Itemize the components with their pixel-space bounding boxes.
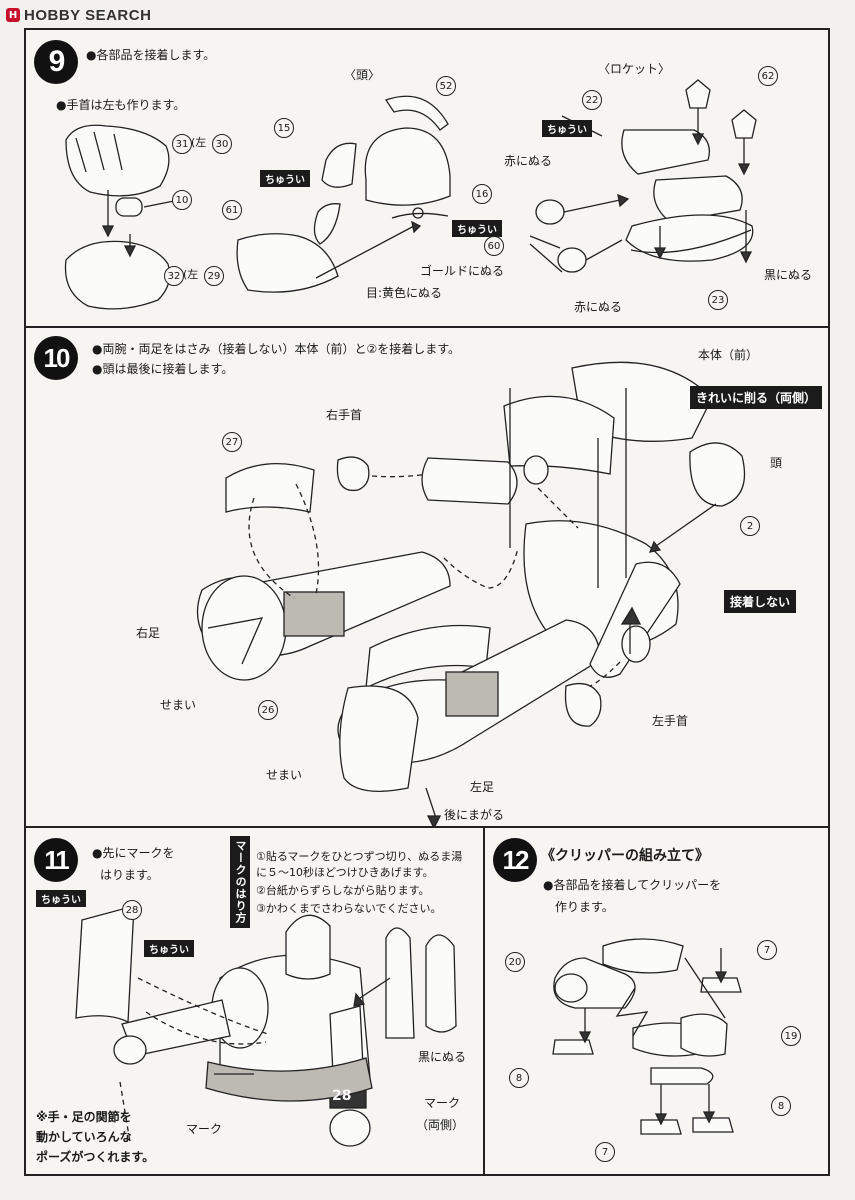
joint-note-2: 動かしていろんな: [36, 1130, 132, 1144]
right-wrist-label: 右手首: [326, 408, 363, 422]
step-9-number: 9: [34, 40, 78, 84]
part-27-label: 27: [222, 432, 242, 452]
part-31-left-text: (左: [191, 136, 207, 149]
no-glue-badge: 接着しない: [724, 590, 797, 613]
part-31-label: 31: [172, 134, 192, 154]
step-9-wrist-note: ●手首は左も作ります。: [56, 98, 186, 112]
decal-number-28: 28: [332, 1088, 352, 1104]
part-61-label: 61: [222, 200, 242, 220]
part-32-label: 32: [164, 266, 184, 286]
part-16-label: 16: [472, 184, 492, 204]
step-11-illustration: [75, 905, 457, 1147]
site-name: HOBBY SEARCH: [24, 6, 152, 24]
part-8-label-right: 8: [771, 1096, 791, 1116]
mark-both-sides-label: （両側）: [416, 1118, 465, 1132]
step-9-illustration: [64, 79, 757, 310]
narrow-label-1: せまい: [160, 698, 197, 712]
step-12-illustration: [552, 938, 742, 1135]
step-12-line-2: 作ります。: [555, 900, 614, 914]
step-12-panel: 12 《クリッパーの組み立て》 ●各部品を接着してクリッパーを 作ります。 20…: [483, 826, 830, 1176]
caution-badge-head-left: ちゅうい: [260, 170, 310, 187]
part-7-label-top: 7: [757, 940, 777, 960]
site-logo[interactable]: H HOBBY SEARCH: [6, 6, 151, 24]
step-10-illustration: [196, 361, 746, 830]
logo-mark-icon: H: [6, 8, 20, 22]
part-32-left-text: (左: [183, 268, 199, 281]
step-11-line-1: ●先にマークを: [92, 846, 175, 860]
part-29-label: 29: [204, 266, 224, 286]
step-10-panel: 10 ●両腕・両足をはさみ（接着しない）本体（前）と②を接着します。 ●頭は最後…: [24, 326, 830, 830]
right-leg-label: 右足: [136, 626, 161, 640]
caution-badge-decal: ちゅうい: [36, 890, 86, 907]
step-11-number: 11: [34, 838, 78, 882]
part-2-label: 2: [740, 516, 760, 536]
shave-clean-badge: きれいに削る（両側）: [690, 386, 823, 409]
decal-howto-label: マークのはり方: [230, 836, 250, 928]
caution-badge-head-right: ちゅうい: [452, 220, 502, 237]
part-60-label: 60: [484, 236, 504, 256]
left-wrist-label: 左手首: [652, 714, 689, 728]
decal-step-1: ①貼るマークをひとつずつ切り、ぬるま湯: [256, 850, 463, 863]
step-10-line-1: ●両腕・両足をはさみ（接着しない）本体（前）と②を接着します。: [92, 342, 461, 356]
black-paint-label: 黒にぬる: [764, 268, 813, 282]
part-28-label: 28: [122, 900, 142, 920]
part-26-label: 26: [258, 700, 278, 720]
gold-paint-label: ゴールドにぬる: [420, 264, 505, 278]
part-20-label: 20: [505, 952, 525, 972]
step-12-number: 12: [493, 838, 537, 882]
part-30-label: 30: [212, 134, 232, 154]
joint-note-1: ※手・足の関節を: [36, 1110, 132, 1124]
mark-label: マーク: [186, 1122, 223, 1136]
step-11-panel: 11 ●先にマークを はります。 マークのはり方 ①貼るマークをひとつずつ切り、…: [24, 826, 485, 1176]
step-12-line-1: ●各部品を接着してクリッパーを: [543, 878, 722, 892]
decal-step-1b: に５～10秒ほどつけひきあげます。: [256, 866, 434, 879]
red-paint-label-2: 赤にぬる: [574, 300, 623, 314]
step-10-number: 10: [34, 336, 78, 380]
eye-paint-label: 目:黄色にぬる: [366, 286, 443, 300]
rocket-title: 〈ロケット〉: [598, 62, 671, 76]
caution-badge-decal-2: ちゅうい: [144, 940, 194, 957]
left-leg-label: 左足: [470, 780, 495, 794]
body-front-label: 本体（前）: [698, 348, 759, 362]
decal-step-3: ③かわくまでさわらないでください。: [256, 902, 442, 915]
black-paint-label-11: 黒にぬる: [418, 1050, 467, 1064]
part-10-label: 10: [172, 190, 192, 210]
head-label: 頭: [770, 456, 783, 470]
step-9-panel: 9 ●各部品を接着します。 ●手首は左も作ります。 〈頭〉 〈ロケット〉 31 …: [24, 28, 830, 328]
part-22-label: 22: [582, 90, 602, 110]
part-15-label: 15: [274, 118, 294, 138]
part-8-label-left: 8: [509, 1068, 529, 1088]
joint-note-3: ポーズがつくれます。: [36, 1150, 155, 1164]
decal-step-2: ②台紙からずらしながら貼ります。: [256, 884, 430, 897]
part-19-label: 19: [781, 1026, 801, 1046]
narrow-label-2: せまい: [266, 768, 303, 782]
step-12-title: 《クリッパーの組み立て》: [541, 848, 709, 864]
step-11-line-2: はります。: [100, 868, 159, 882]
head-title: 〈頭〉: [344, 68, 381, 82]
part-23-label: 23: [708, 290, 728, 310]
step-10-line-2: ●頭は最後に接着します。: [92, 362, 234, 376]
part-52-label: 52: [436, 76, 456, 96]
mark-both-label: マーク: [424, 1096, 461, 1110]
bend-back-label: 後にまがる: [444, 808, 505, 822]
part-62-label: 62: [758, 66, 778, 86]
step-9-instruction: ●各部品を接着します。: [86, 48, 216, 62]
red-paint-label-1: 赤にぬる: [504, 154, 553, 168]
part-7-label-bottom: 7: [595, 1142, 615, 1162]
caution-badge-rocket: ちゅうい: [542, 120, 592, 137]
